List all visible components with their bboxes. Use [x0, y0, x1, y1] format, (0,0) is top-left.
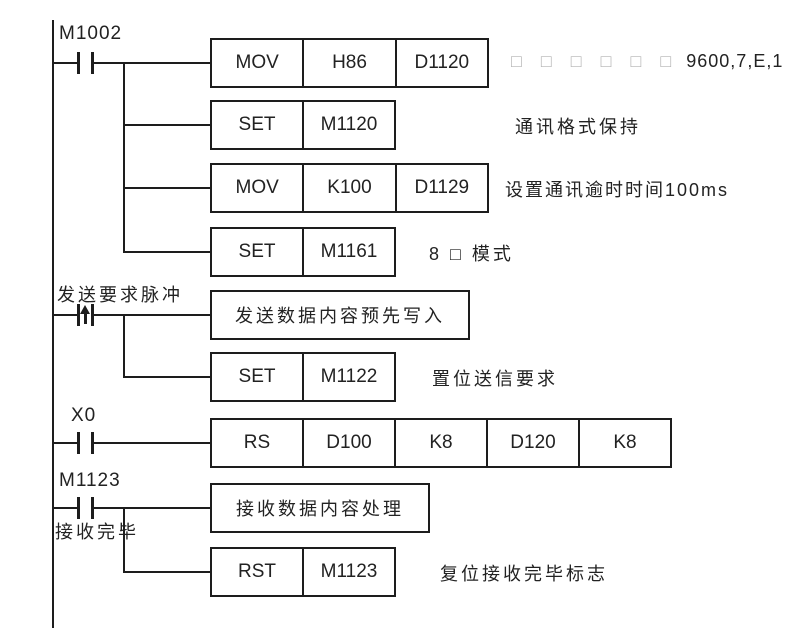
- operand-cell: K100: [304, 165, 397, 211]
- instruction-box-mov-k100-d1129: MOV K100 D1129: [210, 163, 489, 213]
- instruction-box-rst-m1123: RST M1123: [210, 547, 396, 597]
- contact-gap: [80, 440, 91, 446]
- instruction-box-set-m1122: SET M1122: [210, 352, 396, 402]
- opcode-cell: SET: [212, 229, 304, 275]
- contact-label-m1123: M1123: [59, 470, 121, 491]
- opcode-cell: RS: [212, 420, 304, 466]
- contact-bar-right: [91, 497, 94, 519]
- operand-cell: D1129: [414, 177, 470, 198]
- contact-label-send-request-pulse: 发送要求脉冲: [57, 285, 183, 305]
- operand-cell: D1120: [414, 52, 470, 73]
- instruction-box-set-m1120: SET M1120: [210, 100, 396, 150]
- action-box-send-data-prewrite: 发送数据内容预先写入: [210, 290, 470, 340]
- wire-rung9: [123, 571, 210, 573]
- rising-edge-arrow-stem: [84, 313, 87, 324]
- wire-rung8: [52, 507, 210, 509]
- comment-rung4: 8 □ 模式: [429, 244, 514, 264]
- contact-bar-right: [91, 304, 94, 326]
- contact-bar-left: [77, 432, 80, 454]
- operand-cell: M1120: [320, 114, 378, 135]
- operand-cell: K8: [613, 432, 637, 453]
- comment-rung6: 置位送信要求: [432, 369, 558, 389]
- wire-rung4: [123, 251, 210, 253]
- operand-cell: M1123: [320, 561, 378, 582]
- wire-rung5: [52, 314, 210, 316]
- branch-line-3: [123, 507, 125, 573]
- branch-line-1: [123, 62, 125, 253]
- wire-rung6: [123, 376, 210, 378]
- comment-text: 9600,7,E,1: [686, 51, 784, 71]
- opcode-cell: MOV: [212, 165, 305, 211]
- contact-gap: [80, 505, 91, 511]
- contact-bar-left: [77, 304, 80, 326]
- instruction-box-set-m1161: SET M1161: [210, 227, 396, 277]
- comment-rung1: □ □ □ □ □ □ 9600,7,E,1: [511, 51, 783, 72]
- opcode-cell: SET: [212, 102, 304, 148]
- comment-rung3: 设置通讯逾时时间100ms: [505, 180, 730, 200]
- wire-rung2: [123, 124, 210, 126]
- contact-label-x0: X0: [71, 405, 97, 426]
- contact-label-m1002: M1002: [59, 23, 123, 44]
- contact-gap: [80, 60, 91, 66]
- comment-rung9: 复位接收完毕标志: [440, 564, 608, 584]
- operand-cell: K8: [396, 420, 488, 466]
- contact-sublabel-receive-done: 接收完毕: [55, 522, 139, 542]
- rising-edge-arrow-icon: [80, 305, 90, 314]
- comment-rung2: 通讯格式保持: [515, 117, 641, 137]
- wire-rung1: [52, 62, 210, 64]
- branch-line-2: [123, 314, 125, 378]
- opcode-cell: MOV: [212, 40, 305, 86]
- action-box-receive-data-process: 接收数据内容处理: [210, 483, 430, 533]
- opcode-cell: RST: [212, 549, 304, 595]
- operand-cell: M1122: [320, 366, 378, 387]
- contact-bar-left: [77, 497, 80, 519]
- placeholder-boxes: □ □ □ □ □ □: [511, 51, 679, 71]
- wire-rung3: [123, 187, 210, 189]
- operand-cell: D100: [304, 420, 396, 466]
- contact-bar-right: [91, 432, 94, 454]
- wire-rung7: [52, 442, 210, 444]
- operand-cell: D120: [488, 420, 580, 466]
- operand-cell: M1161: [320, 241, 378, 262]
- power-rail: [52, 20, 54, 628]
- operand-cell: H86: [304, 40, 397, 86]
- opcode-cell: SET: [212, 354, 304, 400]
- instruction-box-rs: RS D100 K8 D120 K8: [210, 418, 672, 468]
- contact-bar-left: [77, 52, 80, 74]
- contact-bar-right: [91, 52, 94, 74]
- instruction-box-mov-h86-d1120: MOV H86 D1120: [210, 38, 489, 88]
